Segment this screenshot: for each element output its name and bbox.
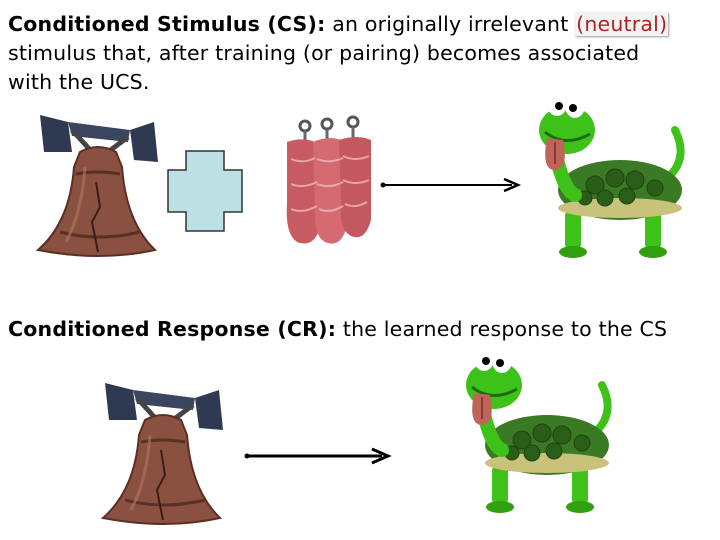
- cs-line-1: Conditioned Stimulus (CS): an originally…: [8, 10, 714, 39]
- neutral-highlight: (neutral): [575, 12, 668, 36]
- cs-term: Conditioned Stimulus (CS):: [8, 12, 325, 36]
- cr-text: the learned response to the CS: [336, 317, 667, 341]
- turtle-icon: [462, 345, 622, 520]
- cs-text-before: an originally irrelevant: [325, 12, 575, 36]
- cr-term: Conditioned Response (CR):: [8, 317, 336, 341]
- bell-icon: [95, 380, 230, 530]
- cs-line-2: stimulus that, after training (or pairin…: [8, 39, 714, 68]
- cr-definition: Conditioned Response (CR): the learned r…: [8, 315, 714, 344]
- arrow-icon: [244, 446, 394, 466]
- cs-definition: Conditioned Stimulus (CS): an originally…: [8, 10, 714, 97]
- meat-icon: [275, 114, 375, 254]
- plus-icon: [167, 150, 243, 232]
- arrow-icon: [380, 175, 525, 195]
- bell-icon: [30, 112, 165, 262]
- turtle-icon: [535, 90, 695, 265]
